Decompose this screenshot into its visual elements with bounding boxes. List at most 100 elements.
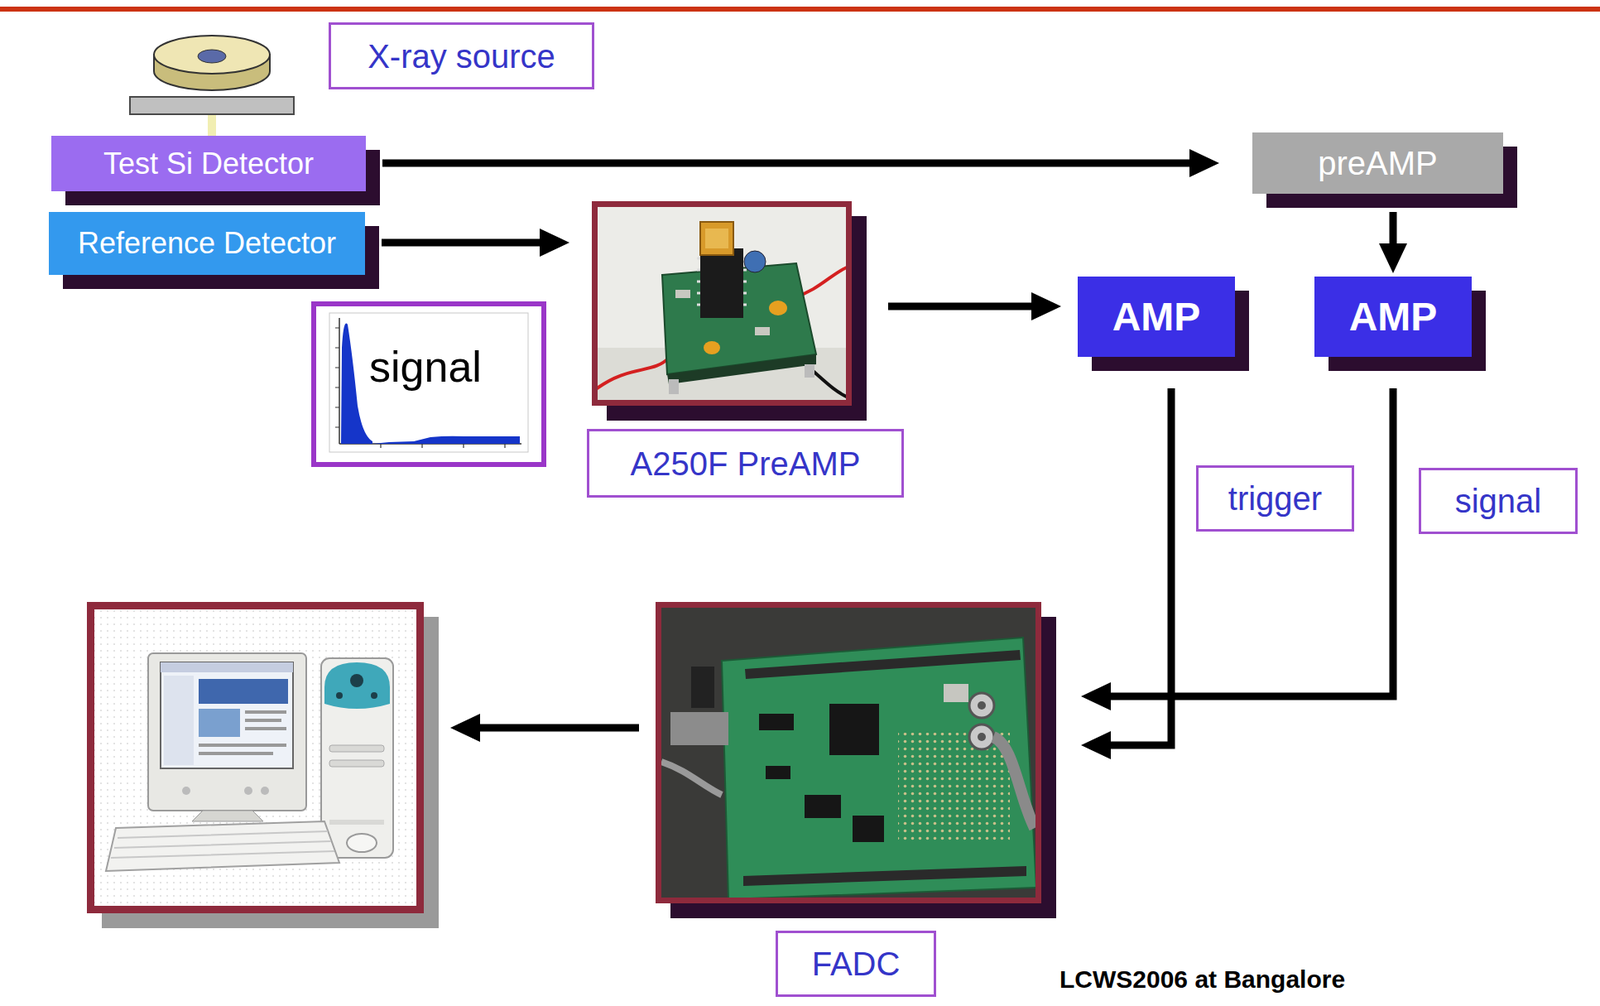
signal-name: signal	[1455, 481, 1543, 520]
computer-illustration-part	[198, 743, 287, 747]
histogram-plot-part	[372, 436, 520, 444]
text-area: Test Si Detector	[51, 135, 366, 192]
xray-source-icon-part	[129, 96, 294, 115]
computer-illustration-part	[192, 810, 264, 822]
label-box: FADC	[775, 930, 937, 997]
computer-illustration-part	[182, 786, 191, 795]
footer-note: LCWS2006 at Bangalore	[1059, 965, 1346, 994]
output-arrow-part	[478, 724, 640, 732]
computer-illustration-part	[329, 744, 385, 752]
fadc-photo-part	[743, 865, 1027, 886]
fadc-photo-part	[721, 637, 1036, 898]
xray-source-icon	[129, 35, 294, 136]
fadc-photo-part	[670, 711, 729, 745]
text-area: AMP	[1077, 276, 1235, 357]
fadc-photo-part	[969, 692, 995, 718]
label-box: A250F PreAMP	[586, 428, 904, 498]
computer-illustration	[91, 605, 440, 929]
histogram-plot-part	[341, 323, 373, 444]
computer-illustration-part	[245, 710, 287, 714]
preamp-photo-part	[675, 289, 691, 298]
computer-illustration-part	[245, 726, 287, 731]
node-text: AMP	[1112, 293, 1202, 340]
signal-arrow	[381, 239, 540, 247]
detector-box: Test Si Detector	[51, 135, 366, 192]
xray-source-icon-part	[207, 112, 217, 136]
xray-source-icon-part	[153, 35, 270, 74]
photo-frame: A250F PreAMP	[591, 201, 852, 406]
preamp-photo-part	[597, 357, 669, 390]
computer-illustration-part	[198, 751, 274, 755]
detector-box: Reference Detector	[48, 211, 366, 275]
histogram-plot	[329, 312, 529, 452]
photo-frame: FADC	[655, 601, 1042, 904]
computer-illustration-part	[346, 833, 377, 852]
preamp-photo-part	[754, 326, 770, 336]
fadc-photo-part	[977, 732, 986, 741]
fadc-photo-part	[898, 732, 1010, 841]
computer-illustration-part	[329, 759, 385, 767]
signal-name: trigger	[1228, 479, 1322, 518]
fadc-photo-part	[993, 736, 1035, 828]
fadc-photo-part	[829, 703, 880, 755]
preamp-photo-part	[705, 228, 729, 249]
signal-arrow	[1110, 388, 1394, 697]
computer-illustration-part	[244, 786, 253, 795]
signal-arrow	[1110, 388, 1172, 745]
plot-frame: signal	[311, 301, 547, 467]
node-text: A250F PreAMP	[630, 444, 861, 483]
preamp-photo-part	[804, 364, 815, 378]
computer-illustration-part	[160, 662, 294, 769]
computer-illustration-part	[321, 658, 394, 858]
signal-arrow	[1389, 211, 1398, 244]
computer-illustration-part	[329, 819, 385, 825]
top-rule	[0, 6, 1600, 12]
output-arrow-part	[450, 713, 481, 742]
fadc-photo-part	[661, 761, 722, 795]
text-area: X-ray source	[331, 24, 592, 87]
signal-arrow	[382, 159, 1190, 168]
fadc-photo-part	[977, 701, 986, 710]
computer-illustration-part	[110, 831, 335, 858]
fadc-photo-part	[691, 666, 715, 708]
xray-source-icon-part	[197, 49, 226, 63]
preamp-photo-part	[768, 300, 788, 316]
node-text: signal	[369, 342, 482, 393]
computer-illustration-part	[260, 786, 270, 795]
preamp-photo-part	[667, 354, 817, 385]
text-area: preAMP	[1252, 132, 1504, 194]
computer-illustration-part	[324, 662, 390, 709]
histogram-plot-part	[329, 312, 529, 452]
computer-illustration-part	[105, 821, 340, 871]
computer-illustration-part	[148, 653, 307, 811]
preamp-photo-part	[744, 250, 766, 273]
amplifier-box: AMP	[1077, 276, 1235, 357]
computer-illustration-part	[245, 718, 282, 722]
edge-label-box: trigger	[1196, 465, 1355, 532]
node-text: FADC	[812, 944, 901, 983]
computer-illustration-part	[198, 678, 289, 704]
fadc-photo-part	[943, 683, 969, 702]
computer-illustration-part	[163, 675, 194, 765]
histogram-plot-part	[338, 317, 341, 444]
fadc-photo-part	[852, 815, 885, 842]
text-area: Reference Detector	[48, 211, 366, 275]
node-text: preAMP	[1317, 144, 1438, 183]
fadc-photo-part	[765, 765, 791, 779]
computer-illustration-part	[370, 691, 378, 699]
fadc-photo	[661, 607, 1036, 898]
preamp-photo-part	[700, 248, 744, 318]
node-text: X-ray source	[367, 37, 556, 76]
fadc-photo-part	[969, 724, 995, 750]
computer-illustration-part	[336, 691, 343, 699]
signal-arrow	[888, 302, 1032, 311]
fadc-photo-part	[804, 794, 841, 818]
computer-illustration-part	[91, 605, 421, 910]
computer-illustration-part	[160, 662, 294, 673]
top-rule-part	[0, 6, 1600, 12]
fadc-photo-part	[759, 713, 794, 731]
preamp-photo	[597, 206, 846, 400]
edge-label-box: signal	[1418, 467, 1578, 534]
label-box: X-ray source	[328, 22, 595, 90]
node-text: Reference Detector	[77, 225, 337, 260]
